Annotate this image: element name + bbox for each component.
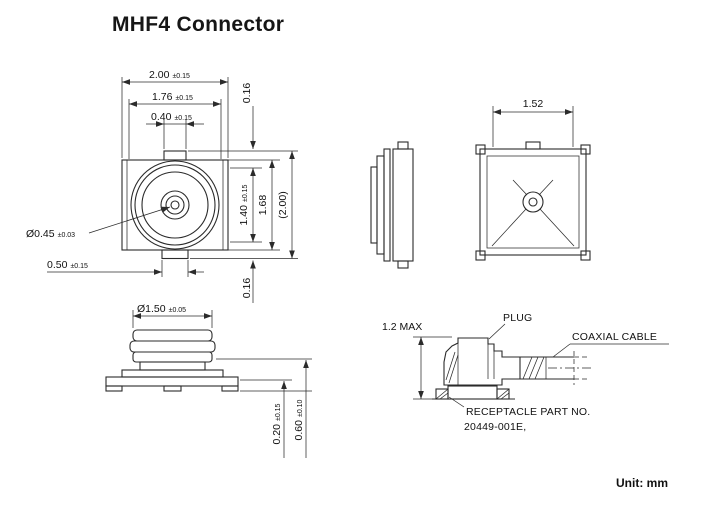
coaxial-cable-label: COAXIAL CABLE [572,331,657,343]
receptacle-part-label: RECEPTACLE PART NO. [466,406,590,418]
dim-flange-width: 1.76±0.15 [152,91,193,103]
dim-mount-height: 0.60±0.10 [293,399,305,440]
dim-rear-body-width: 1.52 [523,98,544,110]
dim-flange-diameter: Ø1.50±0.05 [137,303,186,315]
side-view [370,141,414,269]
plug-profile [443,337,521,386]
dim-top-tab-width: 0.40±0.15 [151,111,192,123]
front-view-dimensions: 2.00±0.15 1.76±0.15 0.40±0.15 0.16 [26,69,298,303]
plug-label: PLUG [503,312,532,324]
mated-view: 1.2 MAX [382,312,669,433]
bottom-view: Ø1.50±0.05 0.20±0.15 0.60±0.10 [105,303,312,458]
dim-inner-height: 1.40±0.15 [238,184,250,225]
rear-view-body [475,141,591,261]
dim-pin-diameter: Ø0.45±0.03 [26,228,75,240]
receptacle-part-number: 20449-001E, [464,421,526,433]
dim-bottom-gap: 0.16 [241,278,253,299]
coaxial-cable-profile [520,351,594,385]
bottom-view-dimensions: Ø1.50±0.05 0.20±0.15 0.60±0.10 [132,303,312,458]
dim-mated-height: 1.2 MAX [382,321,422,333]
front-view: 2.00±0.15 1.76±0.15 0.40±0.15 0.16 [26,69,298,303]
dim-width-overall: 2.00±0.15 [149,69,190,81]
receptacle-profile [432,385,515,400]
dim-pad-height: 0.20±0.15 [271,403,283,444]
dim-overall-height-ref: (2.00) [277,191,289,218]
dim-body-height: 1.68 [257,195,269,216]
front-view-body [121,150,229,260]
bottom-view-body [105,329,239,392]
dim-bottom-tab-width: 0.50±0.15 [47,259,88,271]
rear-view-dimensions: 1.52 [492,98,574,147]
dim-top-gap: 0.16 [241,83,253,104]
unit-label: Unit: mm [616,476,668,490]
rear-view: 1.52 [475,98,591,261]
page-title: MHF4 Connector [112,13,284,36]
